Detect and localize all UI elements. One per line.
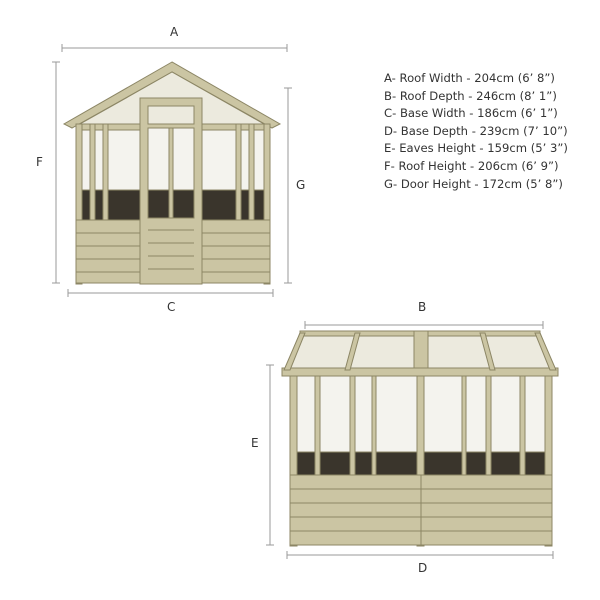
dim-g-line xyxy=(284,87,292,284)
dim-label-e: E xyxy=(251,436,259,450)
dim-label-d: D xyxy=(418,561,428,575)
spec-roof-width: A- Roof Width - 204cm (6’ 8”) xyxy=(384,71,555,85)
dimension-lines xyxy=(52,44,554,559)
dim-label-g: G xyxy=(296,178,306,192)
dim-f-line xyxy=(52,61,60,284)
front-view-greenhouse xyxy=(62,61,282,285)
dim-c-line xyxy=(67,289,274,297)
spec-door-height: G- Door Height - 172cm (5’ 8”) xyxy=(384,176,563,191)
spec-roof-depth: B- Roof Depth - 246cm (8’ 1”) xyxy=(384,88,557,103)
dim-label-f: F xyxy=(36,155,43,169)
spec-roof-height: F- Roof Height - 206cm (6’ 9”) xyxy=(384,158,559,173)
dim-d-line xyxy=(286,551,554,559)
dim-e-line xyxy=(266,364,274,546)
side-view-greenhouse xyxy=(281,330,559,547)
spec-base-width: C- Base Width - 186cm (6’ 1”) xyxy=(384,106,558,121)
dim-label-c: C xyxy=(167,300,176,314)
dim-a-line xyxy=(61,44,288,52)
dim-b-line xyxy=(304,321,544,329)
spec-base-depth: D- Base Depth - 239cm (7’ 10”) xyxy=(384,123,568,138)
side-base-planks xyxy=(289,474,553,546)
spec-eaves-height: E- Eaves Height - 159cm (5’ 3”) xyxy=(384,141,568,156)
front-door xyxy=(139,97,203,285)
dimension-specs-list: A- Roof Width - 204cm (6’ 8”) B- Roof De… xyxy=(384,70,568,193)
dim-label-b: B xyxy=(418,300,427,314)
dim-label-a: A xyxy=(170,25,179,39)
